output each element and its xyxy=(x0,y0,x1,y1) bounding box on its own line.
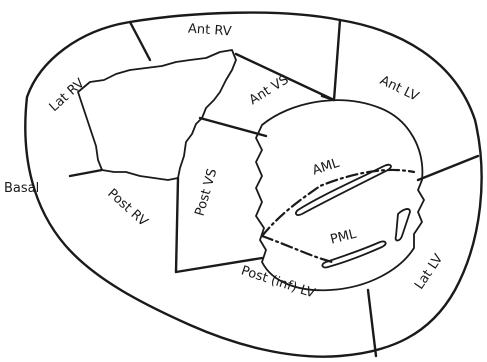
label-post-vs: Post VS xyxy=(193,167,221,218)
label-lat-lv: Lat LV xyxy=(412,251,446,292)
divider-latrv-postrv xyxy=(70,170,102,176)
divider-postrv-postvs xyxy=(176,178,178,272)
label-aml: AML xyxy=(311,156,342,179)
label-basal: Basal xyxy=(4,181,39,196)
divider-antrv-latrv xyxy=(130,22,150,60)
label-post-inf-lv: Post (inf) LV xyxy=(239,263,317,301)
mitral-annulus-line-lower xyxy=(262,236,332,262)
divider-latlv-postlv xyxy=(368,290,376,356)
label-ant-rv: Ant RV xyxy=(187,21,232,39)
divider-antlv-latlv xyxy=(418,156,478,180)
rv-cavity-contour xyxy=(78,50,236,180)
aml-leaflet xyxy=(296,165,391,215)
divider-antvs-postvs xyxy=(200,118,266,136)
label-post-rv: Post RV xyxy=(104,186,150,230)
divider-antrv-antlv xyxy=(334,20,340,100)
pml-leaflet-right xyxy=(396,209,410,241)
mitral-annulus-line xyxy=(262,170,414,236)
label-pml: PML xyxy=(329,227,359,248)
lv-cavity-contour xyxy=(256,100,424,290)
label-ant-vs: Ant VS xyxy=(247,72,292,108)
outer-contour xyxy=(25,13,481,357)
label-ant-lv: Ant LV xyxy=(377,73,421,105)
label-lat-rv: Lat RV xyxy=(47,76,88,115)
